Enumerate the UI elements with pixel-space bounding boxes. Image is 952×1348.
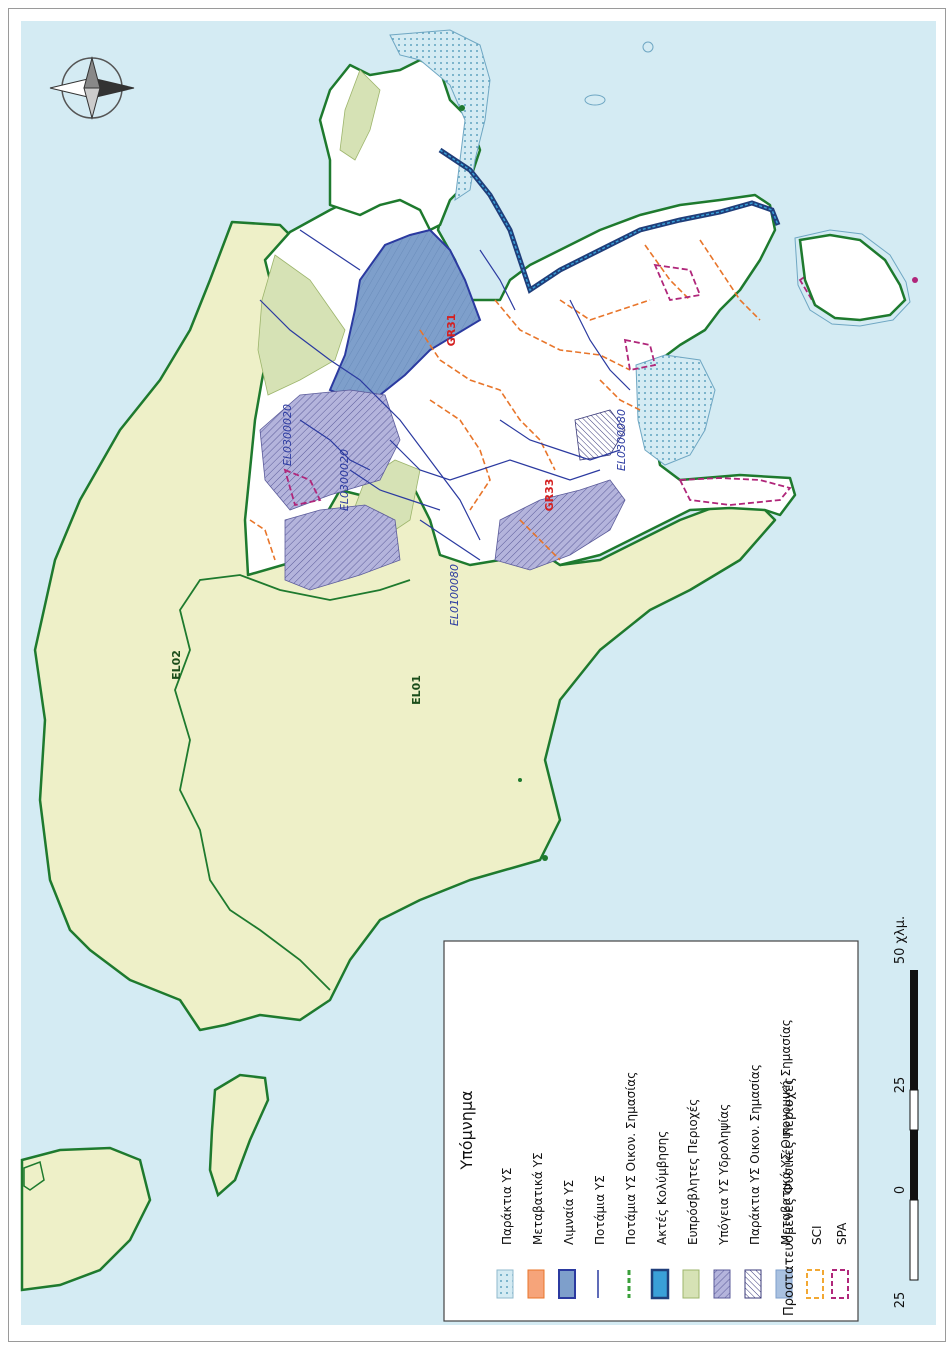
vulnerable-zone-a xyxy=(257,254,346,396)
swatch-coastal-econ xyxy=(744,1269,762,1299)
legend-item-coastal-econ: Παράκτια ΥΣ Οικον. Σημασίας xyxy=(748,1064,762,1245)
label-el01: EL01 xyxy=(410,675,423,705)
scale-tick-50: 50 χλμ. xyxy=(893,916,908,964)
label-el0100080: EL0100080 xyxy=(448,564,461,626)
legend-item-transitional: Μεταβατικά ΥΣ xyxy=(531,1152,545,1245)
vulnerable-zone-c xyxy=(339,69,381,161)
legend: Υπόμνημα Παράκτια ΥΣ Μεταβατικά ΥΣ Λιμνα… xyxy=(443,940,859,1322)
legend-item-spa: SPA xyxy=(835,1222,849,1245)
swatch-spa xyxy=(831,1269,849,1299)
legend-item-river: Ποτάμια ΥΣ xyxy=(593,1175,607,1245)
islet xyxy=(584,94,606,106)
scale-segment xyxy=(909,1089,919,1131)
legend-protected-heading: Προστατευόμενες Φυσικές Περιοχές xyxy=(782,1077,797,1316)
groundwater-zone-c xyxy=(494,479,626,571)
islet xyxy=(542,855,548,861)
label-el02: EL02 xyxy=(170,650,183,680)
swatch-lake xyxy=(558,1269,576,1299)
legend-item-coastal: Παράκτια ΥΣ xyxy=(500,1168,514,1245)
swatch-vulnerable xyxy=(682,1269,700,1299)
scale-segment xyxy=(909,1199,919,1281)
islet xyxy=(912,277,918,283)
island-south xyxy=(798,233,907,322)
groundwater-zone-d xyxy=(574,409,626,461)
scale-tick-0: 0 xyxy=(893,1186,908,1194)
legend-item-transitional-econ: Μεταβατικά ΥΣ Οικονομική Σημασίας xyxy=(779,1019,793,1245)
legend-frame xyxy=(443,940,859,1322)
island-left-mid xyxy=(208,1073,270,1198)
islet xyxy=(459,105,465,111)
label-el0300020-b: EL0300020 xyxy=(338,449,351,511)
label-gr31: GR31 xyxy=(445,314,458,347)
islet xyxy=(518,778,522,782)
legend-item-bathing: Ακτές Κολύμβησης xyxy=(655,1131,669,1245)
label-gr33: GR33 xyxy=(543,479,556,512)
legend-item-groundwater: Υπόγεια ΥΣ Υδροληψίας xyxy=(717,1104,731,1246)
scale-segment xyxy=(910,970,918,1050)
label-el0300080: EL0300080 xyxy=(615,409,628,471)
swatch-transitional-econ xyxy=(775,1269,793,1299)
islet xyxy=(642,41,654,53)
groundwater-zone-b xyxy=(284,504,401,591)
legend-title: Υπόμνημα xyxy=(457,1090,476,1170)
scale-segment xyxy=(910,1130,918,1200)
scale-bar: 25 0 25 50 χλμ. xyxy=(893,916,919,1309)
scale-segment xyxy=(910,1050,918,1090)
island-left-small xyxy=(23,1160,45,1191)
island-south-coast xyxy=(794,229,911,327)
rivers xyxy=(259,229,631,561)
legend-item-river-econ: Ποτάμια ΥΣ Οικον. Σημασίας xyxy=(624,1072,638,1245)
basin-divide xyxy=(174,574,411,991)
scale-tick-25: 25 xyxy=(893,1077,908,1094)
swatch-coastal xyxy=(496,1269,514,1299)
label-el0300020-a: EL0300020 xyxy=(281,404,294,466)
legend-item-vulnerable: Ευπρόσβλητες Περιοχές xyxy=(686,1099,700,1245)
coastal-dots-south xyxy=(635,354,716,466)
legend-item-lake: Λιμναία ΥΣ xyxy=(562,1180,576,1245)
scale-tick-25-left: 25 xyxy=(893,1292,908,1309)
coastal-dots-north xyxy=(389,29,491,202)
swatch-bathing xyxy=(650,1268,670,1300)
bathing-coast-inner xyxy=(439,149,779,292)
island-left-bottom xyxy=(20,1146,152,1292)
swatch-transitional xyxy=(527,1269,545,1299)
lake-zone xyxy=(328,228,482,402)
north-arrow-icon xyxy=(49,56,135,120)
legend-item-sci: SCI xyxy=(810,1225,824,1245)
transitional-lines xyxy=(249,239,761,561)
swatch-groundwater xyxy=(713,1269,731,1299)
swatch-sci xyxy=(806,1269,824,1299)
